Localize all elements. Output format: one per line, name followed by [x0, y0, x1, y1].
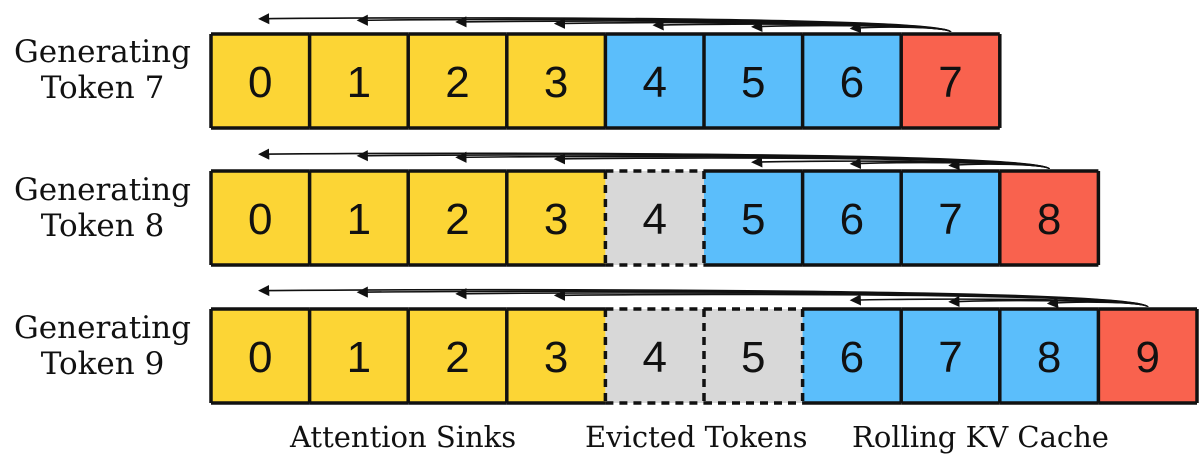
token-number: 6 [840, 58, 864, 107]
token-number: 3 [544, 333, 568, 382]
row-label-line2: Token 8 [40, 208, 165, 244]
token-box-sink [408, 34, 507, 128]
token-box-sink [211, 34, 310, 128]
token-number: 7 [938, 333, 962, 382]
token-number: 0 [248, 58, 272, 107]
token-box-sink [506, 309, 606, 403]
attention-arrow [849, 22, 952, 34]
token-number: 2 [445, 58, 469, 107]
token-box-evicted [704, 309, 803, 403]
token-box-rolling [802, 34, 902, 128]
token-box-evicted [605, 309, 704, 403]
token-number: 5 [741, 195, 765, 244]
token-number: 0 [248, 333, 272, 382]
attention-arrow [948, 159, 1050, 171]
token-number: 3 [544, 195, 568, 244]
token-box-sink [211, 171, 310, 265]
token-row: 0 1 2 3 4 5 6 7 8 9 [209, 284, 1199, 405]
token-box-rolling [605, 34, 704, 128]
token-number: 7 [938, 195, 962, 244]
row-label-line2: Token 7 [40, 70, 165, 106]
token-number: 7 [938, 58, 962, 107]
token-box-sink [309, 171, 409, 265]
row-label-token-9: Generating Token 9 [0, 310, 205, 382]
token-box-rolling [704, 34, 803, 128]
token-number: 1 [347, 58, 371, 107]
row-label-line1: Generating [14, 172, 191, 208]
token-number: 3 [544, 58, 568, 107]
token-number: 1 [347, 333, 371, 382]
token-box-sink [309, 309, 409, 403]
attention-arrows [258, 13, 952, 34]
legend-rolling-kv-cache: Rolling KV Cache [852, 420, 1109, 454]
token-row: 0 1 2 3 4 5 6 7 8 [209, 148, 1101, 267]
token-box-sink [309, 34, 409, 128]
attention-arrows [258, 148, 1050, 171]
token-box-sink [408, 309, 507, 403]
token-number: 4 [642, 333, 666, 382]
token-number: 2 [445, 195, 469, 244]
token-box-current [901, 34, 1000, 128]
token-number: 8 [1037, 333, 1061, 382]
row-label-token-8: Generating Token 8 [0, 172, 205, 244]
token-number: 0 [248, 195, 272, 244]
row-label-token-7: Generating Token 7 [0, 34, 205, 106]
token-number: 6 [840, 333, 864, 382]
token-box-sink [408, 171, 507, 265]
token-box-rolling [901, 171, 1000, 265]
token-box-rolling [704, 171, 803, 265]
token-number: 6 [840, 195, 864, 244]
token-box-sink [211, 309, 310, 403]
legend-attention-sinks: Attention Sinks [290, 420, 517, 454]
token-row: 0 1 2 3 4 5 6 7 [209, 13, 1002, 130]
token-box-sink [506, 34, 606, 128]
row-label-line2: Token 9 [40, 346, 165, 382]
token-number: 2 [445, 333, 469, 382]
row-label-line1: Generating [14, 34, 191, 70]
legend-evicted-tokens: Evicted Tokens [585, 420, 808, 454]
token-box-evicted [605, 171, 704, 265]
token-box-current [999, 171, 1099, 265]
token-box-rolling [802, 309, 902, 403]
token-box-sink [506, 171, 606, 265]
row-label-line1: Generating [14, 310, 191, 346]
token-box-rolling [802, 171, 902, 265]
attention-arrows [258, 284, 1149, 309]
attention-arrow [1046, 297, 1149, 309]
token-number: 9 [1135, 333, 1159, 382]
token-number: 8 [1037, 195, 1061, 244]
token-number: 4 [642, 58, 666, 107]
token-box-rolling [901, 309, 1000, 403]
token-box-rolling [999, 309, 1099, 403]
token-number: 1 [347, 195, 371, 244]
token-box-current [1098, 309, 1197, 403]
token-number: 5 [741, 58, 765, 107]
token-number: 4 [642, 195, 666, 244]
token-number: 5 [741, 333, 765, 382]
